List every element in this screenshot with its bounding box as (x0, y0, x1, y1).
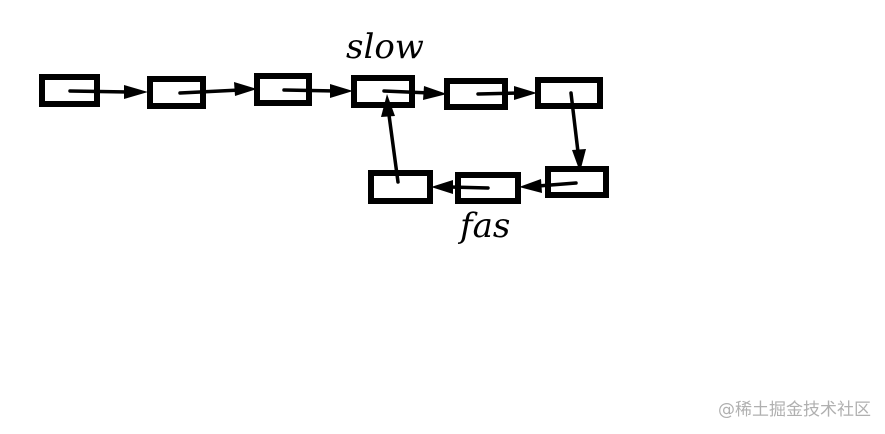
link-6-to-7 (569, 91, 586, 172)
link-5-to-6 (476, 86, 537, 100)
link-3-to-4 (282, 84, 353, 98)
link-8-to-9 (431, 180, 490, 194)
link-9-to-4-cycle (381, 94, 400, 184)
link-4-to-5 (382, 86, 447, 100)
link-1-to-2 (68, 85, 148, 99)
list-node-9 (368, 170, 433, 204)
fast-pointer-label: fas (457, 206, 510, 246)
list-node-6 (535, 77, 603, 109)
link-2-to-3 (178, 82, 257, 96)
slow-pointer-label: slow (346, 27, 424, 67)
link-7-to-8 (519, 179, 578, 193)
watermark-text: @稀土掘金技术社区 (718, 400, 871, 420)
